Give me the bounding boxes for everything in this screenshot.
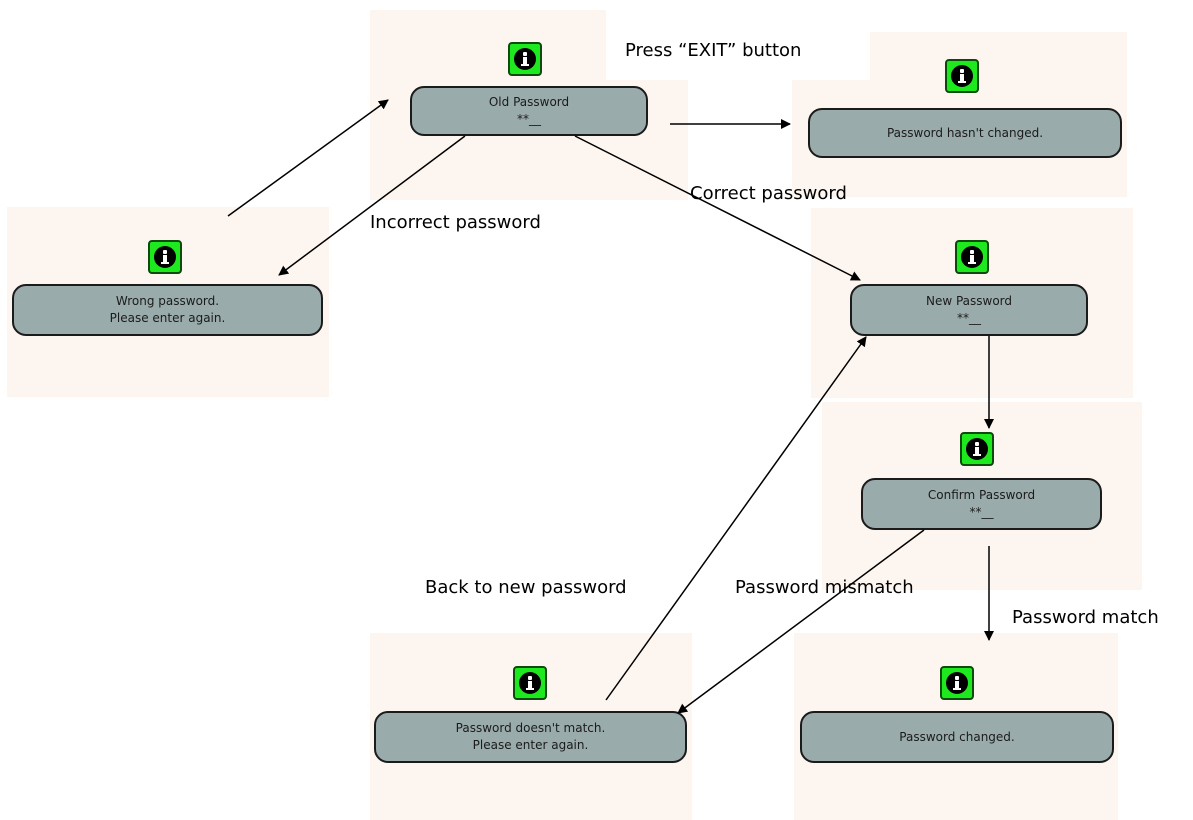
confirm-password-title: Confirm Password: [927, 488, 1036, 502]
wrong-password-box: Wrong password. Please enter again.: [12, 284, 323, 336]
arrow-mismatch-to-new: [605, 336, 867, 701]
not-changed-message: Password hasn't changed.: [886, 125, 1044, 140]
not-changed-box: Password hasn't changed.: [808, 108, 1122, 158]
wrong-password-line1: Wrong password.: [115, 294, 220, 308]
changed-message: Password changed.: [899, 729, 1015, 744]
new-password-title: New Password: [925, 294, 1013, 308]
old-password-value: **__: [517, 112, 541, 126]
exit-label-background: [606, 10, 870, 80]
new-password-box: New Password **__: [850, 284, 1088, 336]
label-correct-password: Correct password: [690, 183, 847, 204]
label-incorrect-password: Incorrect password: [370, 212, 541, 233]
wrong-password-line2: Please enter again.: [109, 311, 226, 325]
arrow-wrong-to-old: [227, 99, 389, 217]
mismatch-line2: Please enter again.: [472, 738, 589, 752]
mismatch-line1: Password doesn't match.: [455, 721, 606, 735]
new-password-value: **__: [957, 311, 981, 325]
label-password-match: Password match: [1012, 607, 1159, 628]
info-icon: [960, 432, 994, 466]
label-back-to-new-password: Back to new password: [425, 577, 627, 598]
arrow-old-to-new: [574, 135, 861, 281]
info-icon: [513, 666, 547, 700]
label-press-exit: Press “EXIT” button: [625, 40, 802, 61]
old-password-title: Old Password: [488, 95, 570, 109]
info-icon: [148, 240, 182, 274]
changed-box: Password changed.: [800, 711, 1114, 763]
confirm-password-box: Confirm Password **__: [861, 478, 1102, 530]
info-icon: [955, 240, 989, 274]
arrow-old-to-wrong: [278, 135, 466, 276]
info-icon: [940, 666, 974, 700]
info-icon: [508, 42, 542, 76]
label-password-mismatch: Password mismatch: [735, 577, 914, 598]
mismatch-box: Password doesn't match. Please enter aga…: [374, 711, 687, 763]
old-password-box: Old Password **__: [410, 86, 648, 136]
arrow-confirm-to-mismatch: [677, 529, 925, 714]
info-icon: [945, 59, 979, 93]
confirm-password-value: **__: [969, 505, 994, 519]
